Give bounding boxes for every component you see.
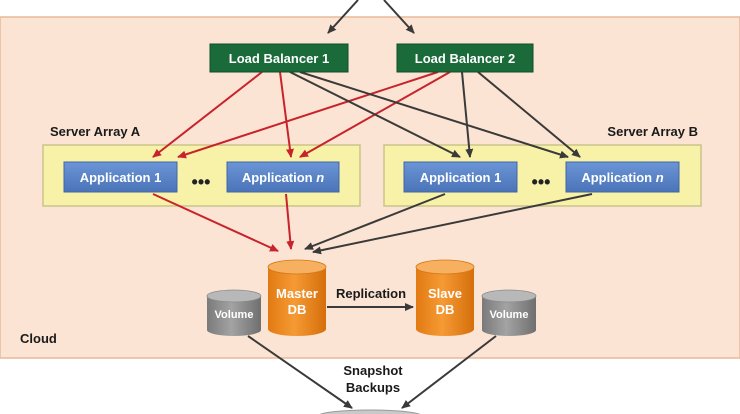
app-a1-label: Application 1 bbox=[80, 170, 162, 185]
arrow-bn-master bbox=[312, 193, 593, 255]
app-box-an bbox=[226, 161, 340, 193]
arrow-an-master bbox=[285, 193, 295, 250]
ellipsis-a: ••• bbox=[192, 172, 211, 192]
app-bn-label-main: Application bbox=[581, 170, 655, 185]
app-an-label-n: n bbox=[316, 170, 324, 185]
volume-left-label: Volume bbox=[215, 309, 254, 321]
app-to-db-arrows bbox=[152, 193, 593, 255]
arrow-lb1-bn bbox=[299, 71, 569, 159]
arrow-lb2-bn bbox=[477, 71, 581, 158]
master-db-cylinder: Master DB bbox=[267, 259, 327, 336]
ellipsis-b: ••• bbox=[532, 172, 551, 192]
app-box-bn bbox=[565, 161, 680, 193]
cloud-label: Cloud bbox=[20, 331, 57, 346]
snapshot-label-line2: Backups bbox=[346, 380, 400, 395]
load-balancer-2 bbox=[396, 43, 534, 73]
app-bn-label-n: n bbox=[656, 170, 664, 185]
server-array-a-label: Server Array A bbox=[50, 124, 141, 139]
arrow-lb2-b1 bbox=[461, 71, 474, 158]
lb-to-app-arrows bbox=[152, 71, 581, 159]
load-balancer-1-label: Load Balancer 1 bbox=[229, 51, 329, 66]
app-box-b1 bbox=[403, 161, 518, 193]
load-balancer-1 bbox=[209, 43, 349, 73]
app-b1-label: Application 1 bbox=[420, 170, 502, 185]
app-box-a1 bbox=[63, 161, 178, 193]
arrow-lb1-a1 bbox=[152, 71, 263, 158]
arrow-lb1-b1 bbox=[289, 71, 461, 158]
incoming-arrow bbox=[383, 0, 415, 34]
app-bn-label: Application n bbox=[581, 170, 663, 185]
arrow-a1-master bbox=[152, 193, 279, 252]
volume-right-label: Volume bbox=[490, 309, 529, 321]
snapshot-storage-top bbox=[319, 409, 421, 414]
replication-label: Replication bbox=[336, 286, 406, 301]
arrow-b1-master bbox=[304, 193, 446, 250]
arrow-lb2-a1 bbox=[177, 71, 439, 159]
volume-left-cylinder: Volume bbox=[206, 289, 262, 336]
volume-right-cylinder: Volume bbox=[481, 289, 537, 336]
master-db-line2: DB bbox=[288, 302, 307, 317]
app-an-label: Application n bbox=[242, 170, 324, 185]
slave-db-cylinder: Slave DB bbox=[415, 259, 475, 336]
snapshot-label-line1: Snapshot bbox=[343, 363, 403, 378]
incoming-arrow bbox=[327, 0, 359, 34]
slave-db-line1: Slave bbox=[428, 286, 462, 301]
master-db-line1: Master bbox=[276, 286, 318, 301]
snapshot-arrow-left bbox=[247, 335, 353, 409]
slave-db-line2: DB bbox=[436, 302, 455, 317]
server-array-b-label: Server Array B bbox=[607, 124, 698, 139]
arrow-lb1-an bbox=[279, 71, 294, 158]
load-balancer-2-label: Load Balancer 2 bbox=[415, 51, 515, 66]
app-an-label-main: Application bbox=[242, 170, 316, 185]
snapshot-arrow-right bbox=[401, 335, 497, 409]
